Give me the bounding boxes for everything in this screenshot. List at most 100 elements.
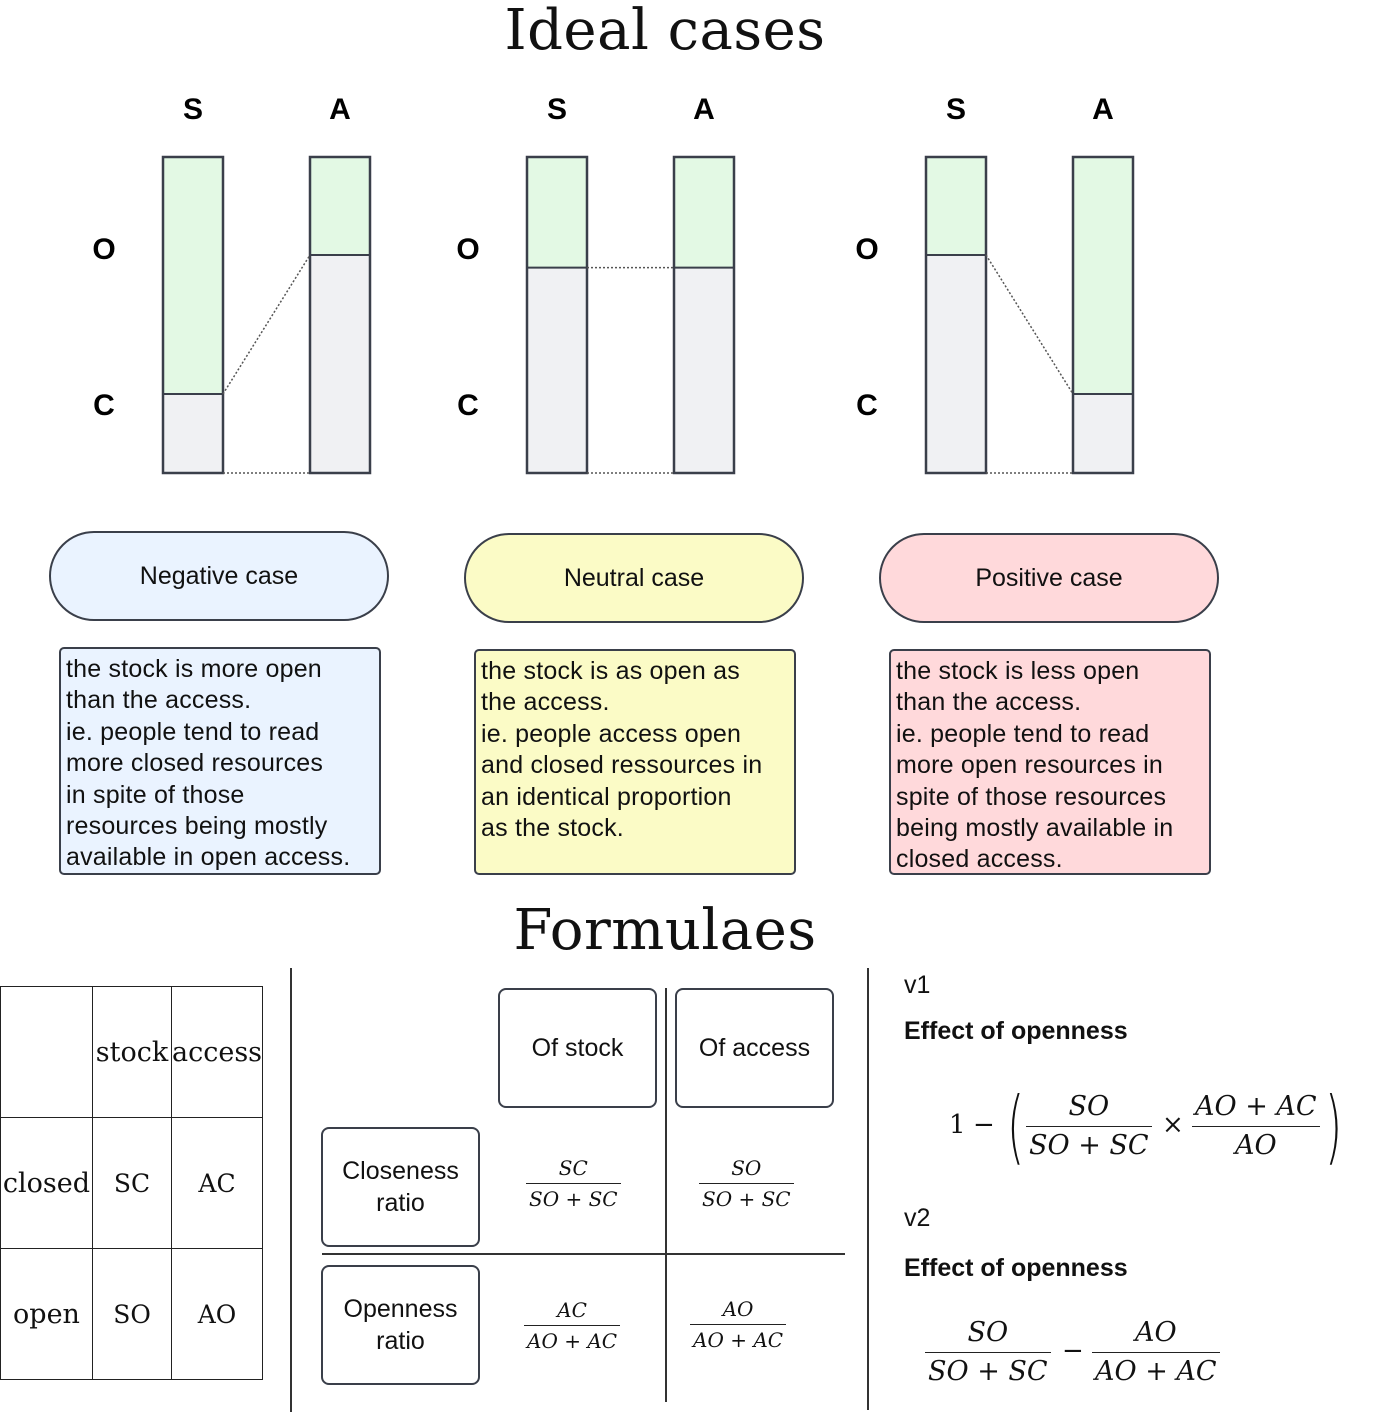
- closed-row-label: C: [457, 389, 479, 422]
- access-bar: [1071, 155, 1135, 475]
- desc-line: the access.: [481, 688, 610, 717]
- denominator: AO + AC: [524, 1325, 621, 1356]
- negative-case-pill: Negative case: [49, 531, 389, 621]
- numerator: AO: [1134, 1317, 1177, 1348]
- neutral-case-description: the stock is as open as the access. ie. …: [474, 649, 796, 875]
- v2-minus: −: [1062, 1336, 1084, 1366]
- desc-line: as the stock.: [481, 814, 624, 843]
- stock-bar: [525, 155, 589, 475]
- closed-row-label: C: [93, 389, 115, 422]
- positive-case-description: the stock is less open than the access. …: [889, 649, 1211, 875]
- table-cell-so: SO: [92, 1248, 172, 1380]
- table-row-label-closed: closed: [0, 1117, 93, 1249]
- denominator: SO + SC: [925, 1352, 1051, 1391]
- v2-fraction-access: AO AO + AC: [1092, 1314, 1220, 1391]
- formulae-title: Formulaes: [513, 898, 817, 963]
- numerator: AC: [557, 1298, 587, 1322]
- v1-times: ×: [1162, 1110, 1184, 1140]
- v1-minus: −: [973, 1110, 995, 1140]
- open-row-label: O: [92, 233, 115, 266]
- desc-line: more closed resources: [66, 749, 324, 778]
- category-table: stock access closed SC AC open SO AO: [0, 986, 264, 1380]
- closeness-stock-formula: SC SO + SC: [526, 1153, 621, 1214]
- access-column-header: A: [1092, 93, 1114, 126]
- table-cell-ao: AO: [170, 1248, 264, 1380]
- access-open-segment: [674, 157, 734, 268]
- desc-line: available in open access.: [66, 843, 351, 872]
- desc-line: resources being mostly: [66, 812, 328, 841]
- numerator: SO: [731, 1156, 762, 1180]
- v1-right-paren: ): [1325, 1080, 1343, 1173]
- desc-line: ie. people access open: [481, 719, 742, 748]
- open-row-label: O: [456, 233, 479, 266]
- closeness-access-formula: SO SO + SC: [699, 1153, 794, 1214]
- access-open-segment: [310, 157, 370, 255]
- desc-line: the stock is less open: [896, 657, 1140, 685]
- v2-heading: Effect of openness: [904, 1254, 1128, 1282]
- access-bar: [308, 155, 372, 475]
- neutral-case-pill: Neutral case: [464, 533, 804, 623]
- split-connector: [985, 254, 1074, 395]
- desc-line: in spite of those: [66, 780, 245, 809]
- desc-line: than the access.: [896, 688, 1082, 717]
- access-column-header: A: [693, 93, 715, 126]
- table-header-access: access: [170, 986, 264, 1118]
- stock-column-header: S: [183, 93, 203, 126]
- v1-fraction-access: AO + AC AO: [1192, 1088, 1320, 1165]
- stock-open-segment: [926, 157, 986, 255]
- stock-column-header: S: [547, 93, 567, 126]
- closed-row-label: C: [856, 389, 878, 422]
- v2-fraction-stock: SO SO + SC: [925, 1314, 1051, 1391]
- v1-label: v1: [904, 971, 931, 999]
- section-divider: [867, 968, 869, 1410]
- desc-line: than the access.: [66, 686, 252, 715]
- desc-line: and closed ressources in: [481, 751, 763, 780]
- numerator: AO + AC: [1195, 1091, 1317, 1122]
- desc-line: more open resources in: [896, 751, 1164, 780]
- table-row-label-open: open: [0, 1248, 93, 1380]
- numerator: SO: [967, 1317, 1009, 1348]
- access-closed-segment: [674, 267, 734, 473]
- access-closed-segment: [1073, 394, 1133, 473]
- access-closed-segment: [310, 254, 370, 473]
- section-divider: [290, 968, 292, 1412]
- desc-line: ie. people tend to read: [896, 719, 1150, 748]
- of-access-header: Of access: [675, 988, 834, 1108]
- numerator: SO: [1068, 1091, 1110, 1122]
- denominator: AO + AC: [690, 1324, 787, 1355]
- access-open-segment: [1073, 157, 1133, 394]
- stock-closed-segment: [163, 394, 223, 473]
- denominator: SO + SC: [526, 1183, 621, 1214]
- closeness-ratio-label: Closeness ratio: [321, 1127, 480, 1247]
- stock-closed-segment: [926, 254, 986, 473]
- of-stock-header: Of stock: [498, 988, 657, 1108]
- table-cell-sc: SC: [92, 1117, 172, 1249]
- access-bar: [672, 155, 736, 475]
- numerator: AO: [722, 1297, 754, 1321]
- desc-line: spite of those resources: [896, 782, 1167, 811]
- v1-heading: Effect of openness: [904, 1017, 1128, 1045]
- open-row-label: O: [855, 233, 878, 266]
- v2-label: v2: [904, 1204, 931, 1232]
- positive-case-pill: Positive case: [879, 533, 1219, 623]
- table-corner-cell: [0, 986, 93, 1118]
- desc-line: being mostly available in: [896, 814, 1174, 843]
- desc-line: the stock is as open as: [481, 657, 740, 685]
- stock-open-segment: [527, 157, 587, 268]
- v1-fraction-stock: SO SO + SC: [1026, 1088, 1152, 1165]
- desc-line: closed access.: [896, 845, 1063, 874]
- ratio-grid-vertical-line: [665, 988, 667, 1402]
- table-cell-ac: AC: [170, 1117, 264, 1249]
- stock-bar: [924, 155, 988, 475]
- numerator: SC: [558, 1156, 588, 1180]
- stock-bar: [161, 155, 225, 475]
- stock-closed-segment: [527, 267, 587, 473]
- denominator: SO + SC: [1026, 1126, 1152, 1165]
- table-header-stock: stock: [92, 986, 172, 1118]
- denominator: SO + SC: [699, 1183, 794, 1214]
- openness-stock-formula: AC AO + AC: [524, 1295, 621, 1356]
- v1-one: 1: [949, 1110, 966, 1140]
- negative-case-description: the stock is more open than the access. …: [59, 647, 381, 875]
- ideal-cases-title: Ideal cases: [504, 0, 826, 63]
